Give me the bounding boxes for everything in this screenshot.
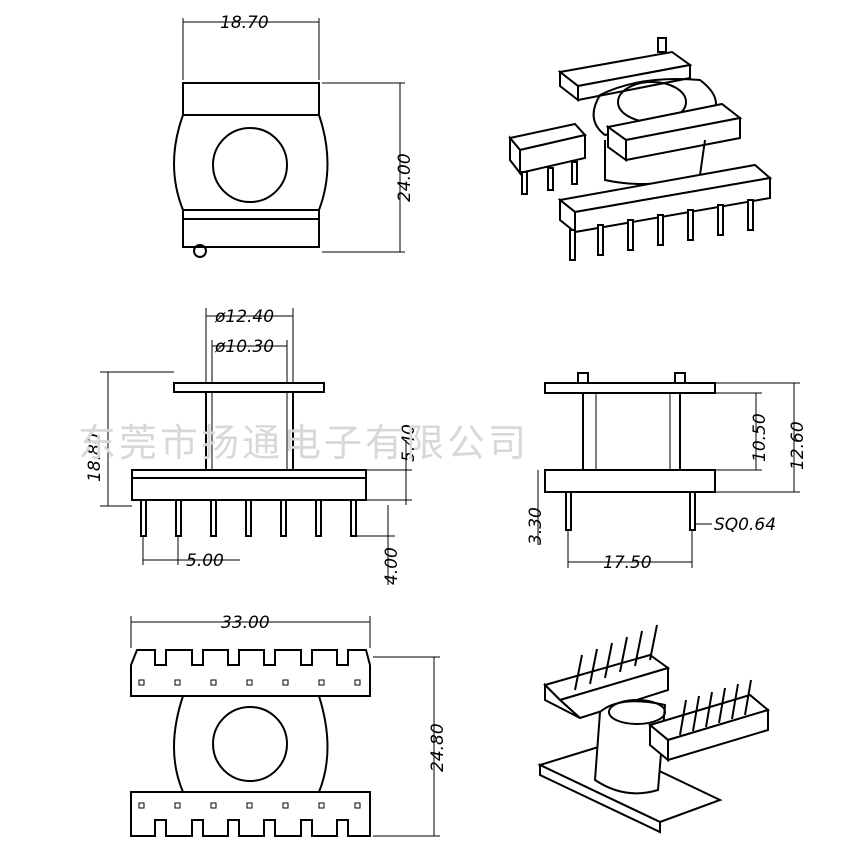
dim-diameter-outer: ø12.40	[214, 307, 274, 327]
dim-top-width: 18.70	[220, 13, 269, 33]
dim-total-height: 18.80	[85, 433, 105, 482]
side-view: 12.60 10.50 3.30 SQ0.64 17.50	[526, 372, 808, 573]
top-view: 18.70 24.00	[173, 13, 415, 258]
bottom-view: 33.00 24.80	[130, 613, 448, 837]
isometric-view-bottom	[537, 624, 771, 834]
right-pins	[679, 679, 752, 736]
dim-pin-pitch: 5.00	[186, 551, 224, 571]
dim-diameter-inner: ø10.30	[214, 337, 274, 357]
dim-side-width: 17.50	[603, 553, 652, 573]
dim-body-height: 5.40	[399, 424, 419, 462]
dim-pin-length: 4.00	[382, 547, 402, 585]
dim-side-outer-height: 12.60	[788, 421, 808, 470]
dim-side-inner-height: 10.50	[750, 413, 770, 462]
front-view: ø12.40 ø10.30 18.80 5.40 5.00 4.00	[85, 307, 419, 585]
isometric-view-top	[508, 37, 773, 261]
company-watermark: 东莞市扬通电子有限公司	[78, 421, 529, 465]
dim-top-height: 24.00	[395, 153, 415, 202]
dim-bottom-height: 24.80	[428, 723, 448, 772]
left-pins	[574, 624, 658, 691]
dim-side-base: 3.30	[526, 507, 546, 545]
dim-bottom-width: 33.00	[221, 613, 270, 633]
bottom-pin-holes	[138, 679, 361, 809]
dim-pin-size: SQ0.64	[714, 515, 776, 535]
